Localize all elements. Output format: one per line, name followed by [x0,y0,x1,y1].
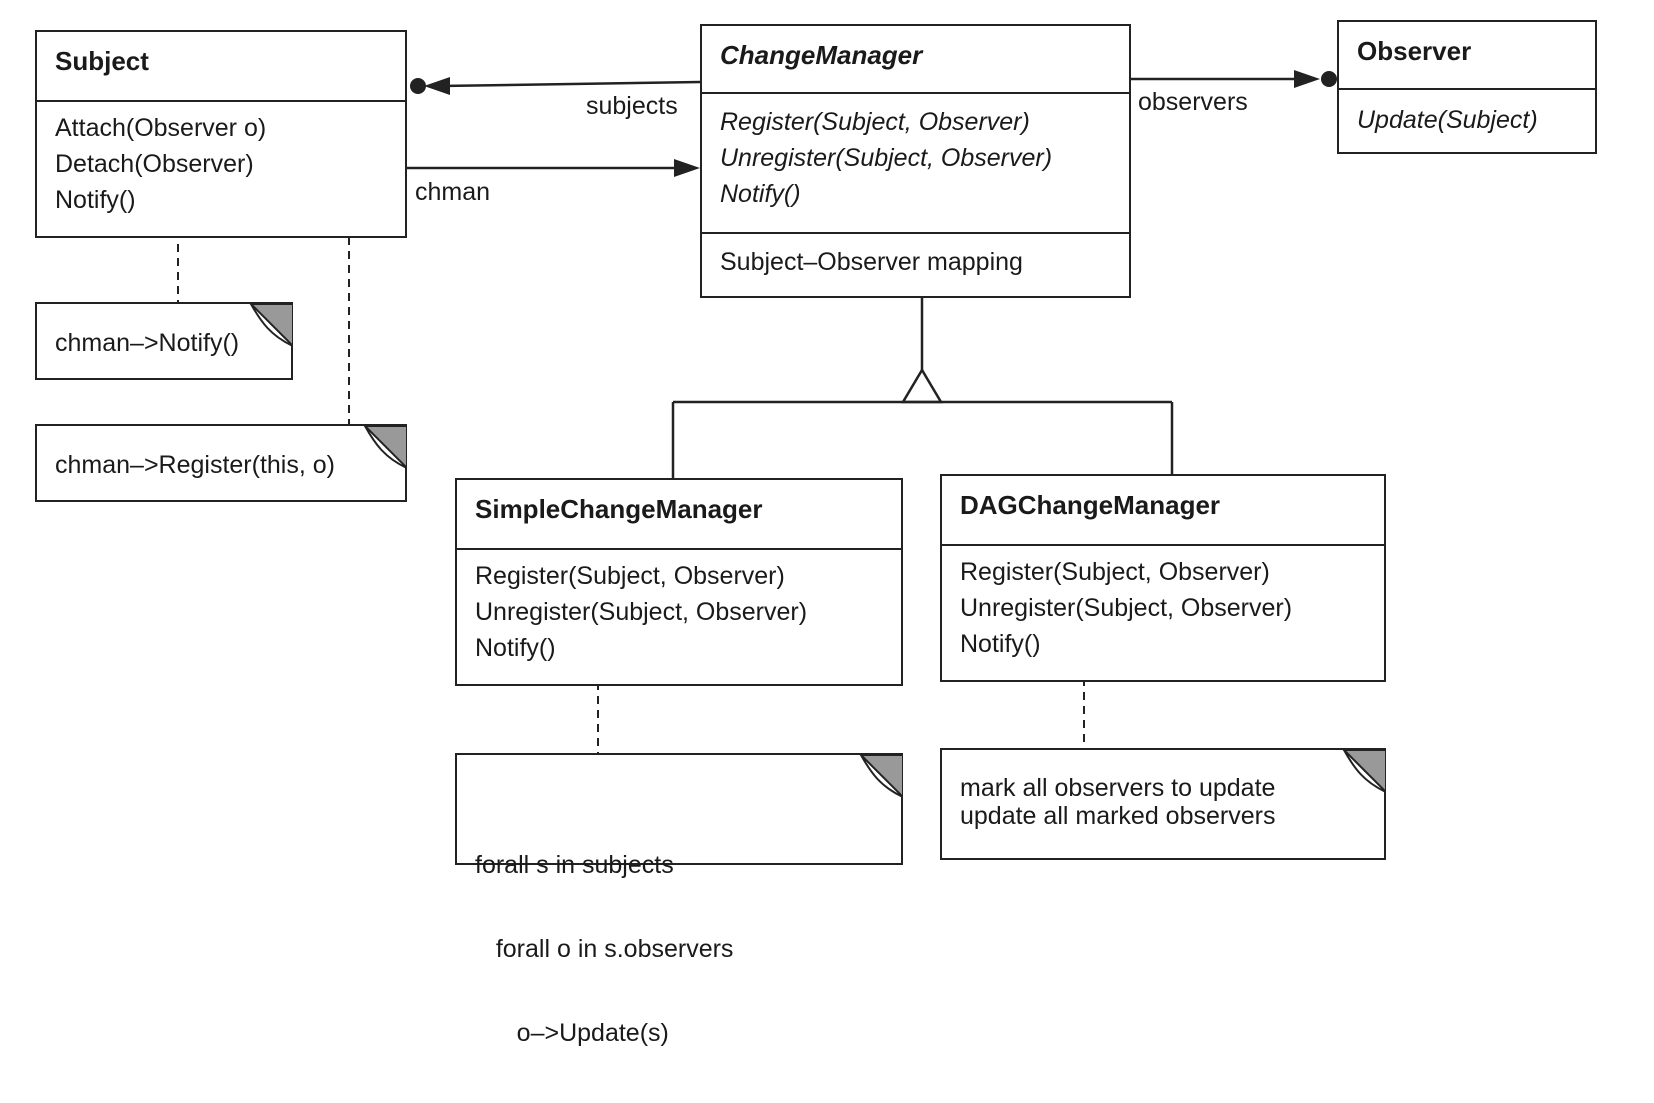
subjects-association-line [439,80,701,88]
change-manager-op-unregister: Unregister(Subject, Observer) [720,144,1053,172]
subject-class: Subject Attach(Observer o) Detach(Observ… [35,30,407,238]
dag-change-manager-class: DAGChangeManager Register(Subject, Obser… [940,474,1386,682]
dag-change-manager-op-register: Register(Subject, Observer) [960,558,1270,586]
simple-notify-note-line-3: o–>Update(s) [475,1019,669,1047]
simple-change-manager-op-unregister: Unregister(Subject, Observer) [475,598,808,626]
note-dogear-icon [249,303,293,346]
observers-role-label: observers [1138,88,1248,116]
chman-arrowhead [674,159,700,177]
change-manager-class-name: ChangeManager [720,40,923,70]
subjects-arrowhead [424,77,450,95]
observer-class: Observer Update(Subject) [1337,20,1597,154]
simple-notify-note-line-1: forall s in subjects [475,851,674,879]
change-manager-op-register: Register(Subject, Observer) [720,108,1030,136]
note-dogear-icon [1342,749,1386,792]
observers-arrowhead [1294,70,1320,88]
dag-notify-note-line-2: update all marked observers [960,802,1276,830]
subject-class-name: Subject [55,46,149,76]
observer-class-name: Observer [1357,36,1472,66]
subject-notify-note-line: chman–>Notify() [55,329,240,357]
observers-multiplicity-dot [1321,71,1337,87]
dag-change-manager-class-name: DAGChangeManager [960,490,1221,520]
simple-change-manager-class: SimpleChangeManager Register(Subject, Ob… [455,478,903,686]
change-manager-attr-mapping: Subject–Observer mapping [720,248,1023,276]
change-manager-op-notify: Notify() [720,180,801,208]
note-dogear-icon [859,754,903,797]
inheritance-triangle [900,367,944,404]
chman-role-label: chman [415,178,491,206]
subject-op-detach: Detach(Observer) [55,150,254,178]
class-diagram: subjects chman observers Subject Attach(… [35,20,1597,1047]
subject-attach-note-line: chman–>Register(this, o) [55,451,335,479]
observer-op-update: Update(Subject) [1357,106,1538,134]
simple-change-manager-class-name: SimpleChangeManager [475,494,763,524]
simple-notify-note-line-2: forall o in s.observers [475,935,734,963]
note-dogear-icon [363,425,407,468]
simple-notify-note: forall s in subjects forall o in s.obser… [455,753,903,1047]
subjects-role-label: subjects [586,92,678,120]
subject-attach-note: chman–>Register(this, o) [35,424,407,502]
dag-notify-note: mark all observers to update update all … [940,748,1386,860]
dag-change-manager-op-notify: Notify() [960,630,1041,658]
change-manager-class: ChangeManager Register(Subject, Observer… [700,24,1131,298]
simple-change-manager-op-register: Register(Subject, Observer) [475,562,785,590]
simple-change-manager-op-notify: Notify() [475,634,556,662]
subject-op-notify: Notify() [55,186,136,214]
dag-change-manager-op-unregister: Unregister(Subject, Observer) [960,594,1293,622]
connectors-layer [171,70,1337,753]
subjects-multiplicity-dot [410,78,426,94]
subject-notify-note: chman–>Notify() [35,302,293,380]
dag-notify-note-line-1: mark all observers to update [960,774,1276,802]
subject-op-attach: Attach(Observer o) [55,114,267,142]
